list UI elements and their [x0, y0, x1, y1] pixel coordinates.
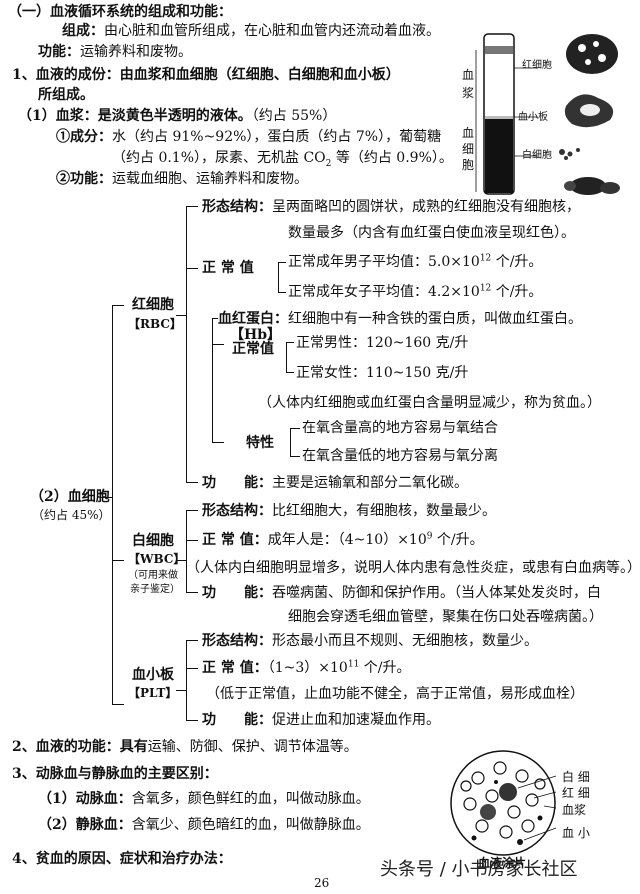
tree-line [186, 592, 198, 593]
rbc-function: 功 能：主要是运输氧和部分二氧化碳。 [202, 475, 468, 491]
tree-line [290, 428, 291, 456]
plasma-components-cont: （约占 0.1%），尿素、无机盐 CO2 等（约占 0.9%）。 [112, 150, 453, 169]
hb-label: 血红蛋白： [218, 311, 288, 327]
hb-normal-label: 正常值 [232, 341, 274, 357]
blood-cells-label: （2）血细胞 [30, 489, 110, 505]
tree-line [186, 482, 198, 483]
wbc-morph: 形态结构：比红细胞大，有细胞核，数量最少。 [202, 503, 496, 519]
plt-note-line: （低于正常值，止血功能不健全，高于正常值，易形成血栓） [206, 686, 584, 702]
tree-line [278, 262, 279, 292]
hb-abbr: 【Hb】 [230, 327, 282, 343]
blood-smear-figure [450, 750, 557, 856]
tube-label-platelet: 血小板 [518, 112, 548, 123]
trait-2: 在氧含量低的地方容易与氧分离 [302, 448, 498, 464]
tree-line [176, 560, 187, 561]
smear-label-plasma: 血浆 [562, 803, 587, 817]
section-heading: （一）血液循环系统的组成和功能： [8, 4, 232, 20]
wbc-function-2: 细胞会穿透毛细血管壁，聚集在伤口处吞噬病菌。） [288, 609, 603, 625]
wbc-normal: 正 常 值：成年人是：（4~10）×109 个/升。 [202, 531, 484, 548]
smear-caption: 血液涂片 [478, 856, 527, 870]
arterial-blood: （1）动脉血：含氧多，颜色鲜红的血，叫做动脉血。 [38, 791, 370, 807]
tube-label-wbc: 白细胞 [522, 150, 552, 161]
tree-line [186, 720, 198, 721]
blood-components-title-cont: 所组成。 [38, 87, 94, 103]
wbc-note-2: 亲子鉴定） [130, 584, 180, 595]
tree-line [186, 206, 187, 482]
tree-line [186, 668, 198, 669]
rbc-name: 红细胞 [132, 297, 174, 313]
blood-components-title: 1、血液的成份：由血浆和血细胞（红细胞、白细胞和血小板） [12, 67, 400, 83]
wbc-note-line: （人体内白细胞明显增多，说明人体内患有急性炎症，或患有白血病等。） [186, 560, 640, 576]
tree-line [176, 690, 187, 691]
anemia-note: （人体内红细胞或血红蛋白含量明显减少，称为贫血。） [258, 395, 601, 411]
rbc-normal-label: 正 常 值 [202, 260, 254, 276]
tube-label-cells-1: 血 [462, 126, 475, 140]
plasma-components: ①成分：水（约占 91%~92%），蛋白质（约占 7%），葡萄糖 [56, 129, 442, 145]
plasma-title: （1）血浆：是淡黄色半透明的液体。（约占 55%） [18, 108, 337, 124]
tree-line [186, 540, 198, 541]
tree-line [186, 640, 187, 720]
tube-label-cells-3: 胞 [462, 158, 475, 172]
item2-line: 2、血液的功能：具有运输、防御、保护、调节体温等。 [12, 739, 358, 755]
tree-line [186, 510, 198, 511]
wbc-name: 白细胞 [132, 533, 174, 549]
tree-line [212, 344, 224, 345]
rbc-normal-male: 正常成年男子平均值：5.0×1012 个/升。 [288, 253, 543, 270]
tube-label-plasma-2: 浆 [462, 86, 475, 100]
tree-line [278, 292, 286, 293]
plt-abbr: 【PLT】 [128, 686, 178, 700]
tree-line [186, 510, 187, 592]
tree-line [112, 704, 124, 705]
test-tube-figure [475, 33, 620, 195]
tree-line [286, 342, 294, 343]
item3-heading: 3、动脉血与静脉血的主要区别： [12, 766, 218, 782]
wbc-note-1: （可用来做 [128, 570, 178, 581]
tree-line [112, 305, 124, 306]
tube-label-cells-2: 细 [462, 142, 475, 156]
tree-line [286, 342, 287, 372]
blood-cells-pct: （约占 45%） [32, 508, 111, 522]
composition-line: 组成：由心脏和血管所组成，在心脏和血管内还流动着血液。 [62, 23, 440, 39]
function-line: 功能：运输养料和废物。 [38, 44, 192, 60]
plt-function: 功 能：促进止血和加速凝血作用。 [202, 712, 440, 728]
wbc-function-1: 功 能：吞噬病菌、防御和保护作用。（当人体某处发炎时，白 [202, 585, 601, 601]
wbc-abbr: 【WBC】 [128, 552, 186, 566]
watermark: 头条号 / 小书房家长社区 [380, 859, 578, 880]
tube-label-rbc: 红细胞 [522, 60, 552, 71]
tree-line [186, 268, 198, 269]
tree-line [176, 315, 187, 316]
tree-line [212, 318, 213, 442]
smear-label-platelet: 血 小 [562, 826, 590, 840]
tree-line [290, 428, 300, 429]
tree-line [286, 372, 294, 373]
tube-label-plasma-1: 血 [462, 68, 475, 82]
smear-label-rbc: 红 细 [562, 786, 590, 800]
plt-name: 血小板 [132, 667, 174, 683]
hb-normal-male: 正常男性：120~160 克/升 [296, 335, 469, 351]
rbc-morph-line-2: 数量最多（内含有血红蛋白使血液呈现红色）。 [288, 225, 575, 241]
tree-line [278, 262, 286, 263]
plasma-function: ②功能：运载血细胞、运输养料和废物。 [56, 171, 308, 187]
page-number: 26 [314, 876, 330, 890]
tree-line [290, 456, 300, 457]
trait-1: 在氧含量高的地方容易与氧结合 [302, 420, 498, 436]
tree-line [186, 640, 198, 641]
tree-line [112, 305, 113, 705]
tree-line [100, 497, 113, 498]
hb-text: 红细胞中有一种含铁的蛋白质，叫做血红蛋白。 [288, 311, 582, 327]
smear-label-wbc: 白 细 [562, 770, 590, 784]
rbc-abbr: 【RBC】 [128, 317, 182, 331]
rbc-morph-line-1: 形态结构：呈两面略凹的圆饼状，成熟的红细胞没有细胞核， [202, 199, 580, 215]
venous-blood: （2）静脉血：含氧少、颜色暗红的血，叫做静脉血。 [38, 817, 370, 833]
plt-normal: 正 常 值：（1~3）×1011 个/升。 [202, 659, 411, 676]
item4-heading: 4、贫血的原因、症状和治疗办法： [12, 851, 232, 867]
tree-line [186, 206, 198, 207]
trait-label: 特性 [246, 435, 274, 451]
tree-line [212, 442, 224, 443]
hb-normal-female: 正常女性：110~150 克/升 [296, 365, 469, 381]
rbc-normal-female: 正常成年女子平均值：4.2×1012 个/升。 [288, 283, 543, 300]
tree-line [212, 318, 218, 319]
tree-line [112, 560, 124, 561]
plt-morph: 形态结构：形态最小而且不规则、无细胞核，数量少。 [202, 633, 538, 649]
